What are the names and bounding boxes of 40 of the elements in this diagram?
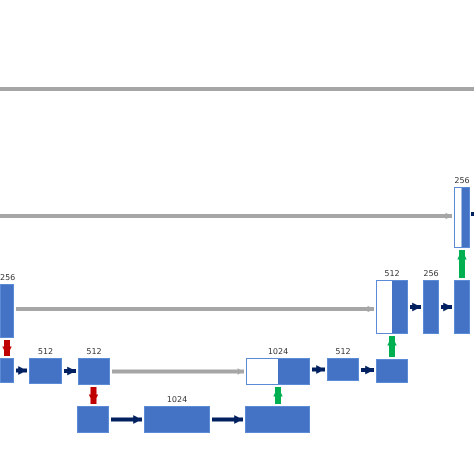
connector-line: [471, 212, 474, 216]
arrow: [88, 387, 98, 404]
channel-count: 256: [0, 273, 16, 282]
concatenation-block: [376, 280, 408, 334]
arrow: [212, 415, 243, 424]
channel-count: 512: [384, 269, 400, 278]
feature-map-block: [454, 280, 470, 334]
channel-count: 512: [335, 347, 351, 356]
feature-map-block: [0, 358, 14, 383]
channel-count: 256: [454, 176, 470, 185]
feature-map-block: [0, 284, 14, 338]
feature-map-block: [29, 358, 62, 384]
arrow: [64, 366, 76, 376]
concatenation-block: [246, 358, 310, 385]
arrow: [273, 387, 283, 404]
arrow: [112, 368, 244, 375]
arrow: [16, 366, 27, 375]
arrow: [312, 365, 325, 374]
feature-map-block: [144, 406, 210, 433]
arrow: [387, 336, 397, 357]
channel-count: 512: [86, 347, 102, 356]
channel-count: 1024: [166, 395, 188, 404]
arrow: [16, 306, 374, 312]
arrow: [2, 340, 12, 356]
feature-map-block: [376, 359, 408, 383]
arrow: [0, 212, 452, 220]
arrow: [410, 302, 421, 312]
arrow: [111, 415, 142, 424]
feature-map-block: [423, 280, 439, 334]
arrow: [441, 302, 452, 312]
feature-map-block: [327, 358, 359, 381]
arrow: [361, 366, 374, 374]
arrow: [457, 250, 467, 278]
channel-count: 1024: [268, 347, 288, 356]
feature-map-block: [77, 406, 109, 433]
concatenation-block: [454, 187, 470, 248]
feature-map-block: [78, 358, 110, 385]
channel-count: 512: [38, 347, 54, 356]
channel-count: 256: [423, 269, 439, 278]
feature-map-block: [245, 406, 310, 433]
